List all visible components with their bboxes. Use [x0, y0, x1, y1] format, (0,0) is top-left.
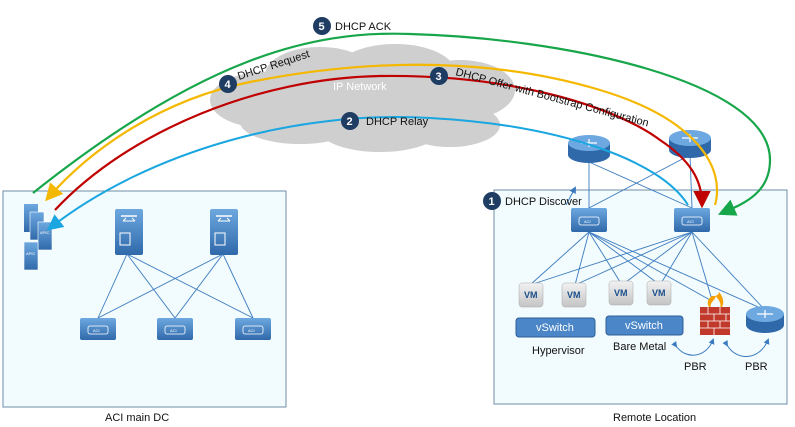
vm-4-label: VM [652, 288, 666, 298]
main-dc-fabric-links [97, 253, 254, 319]
vm-3: VM [608, 280, 634, 306]
step-2-number: 2 [347, 116, 353, 128]
vswitch-hypervisor-label: vSwitch [536, 322, 574, 334]
remote-location-label: Remote Location [613, 412, 696, 424]
main-dc-label: ACI main DC [105, 412, 169, 424]
leaf-main-1-text: ACI [93, 328, 100, 333]
step-5-number: 5 [319, 21, 325, 33]
dhcp-ack-arrow [32, 32, 772, 216]
vm-1: VM [518, 282, 544, 308]
step-5-badge: 5 [313, 17, 331, 35]
ip-network-cloud: IP Network [210, 44, 515, 152]
step-3-badge: 3 [430, 67, 448, 85]
firewall-icon [700, 292, 730, 335]
leaf-switch-main-2: ACI [157, 318, 193, 340]
vm-1-label: VM [524, 290, 538, 300]
vm-3-label: VM [614, 288, 628, 298]
vm-4: VM [646, 280, 672, 306]
hypervisor-label: Hypervisor [532, 345, 585, 357]
dhcp-relay-arrow [46, 116, 689, 231]
step-4-badge: 4 [219, 75, 237, 93]
dhcp-discover-arrow [565, 186, 576, 206]
remote-leaf-right: ACI [674, 208, 710, 232]
service-router-icon [746, 306, 784, 333]
spine-switch-right [210, 209, 238, 255]
leaf-main-3-text: ACI [248, 328, 255, 333]
apic-text-1: APIC [40, 230, 49, 235]
apic-cluster: APIC APIC [23, 204, 53, 271]
remote-router-left [568, 135, 610, 163]
dhcp-request-arrow [45, 63, 719, 206]
step-3-number: 3 [436, 71, 442, 83]
step-1-label: DHCP Discover [505, 196, 582, 208]
step-1-number: 1 [489, 196, 495, 208]
dhcp-offer-arrow [54, 74, 711, 211]
pbr-label-router: PBR [745, 361, 768, 373]
remote-leaf-left-text: ACI [584, 219, 591, 224]
pbr-arrows [671, 338, 770, 357]
remote-leaf-left: ACI [571, 208, 607, 232]
remote-fabric-links [529, 154, 766, 311]
step-2-badge: 2 [341, 112, 359, 130]
step-2-label: DHCP Relay [366, 116, 429, 128]
step-5-label: DHCP ACK [335, 21, 392, 33]
step-1-badge: 1 [483, 192, 501, 210]
spine-switch-left [115, 209, 143, 255]
pbr-label-firewall: PBR [684, 361, 707, 373]
cloud-label: IP Network [333, 81, 387, 93]
bare-metal-label: Bare Metal [613, 341, 666, 353]
vm-2: VM [561, 282, 587, 308]
step-4-number: 4 [225, 79, 232, 91]
vm-2-label: VM [567, 290, 581, 300]
vswitch-bare-metal-label: vSwitch [625, 320, 663, 332]
apic-text-2: APIC [26, 251, 35, 256]
leaf-switch-main-1: ACI [80, 318, 116, 340]
vswitch-hypervisor: vSwitch [515, 317, 596, 338]
vswitch-bare-metal: vSwitch [605, 315, 684, 336]
remote-leaf-right-text: ACI [687, 219, 694, 224]
leaf-switch-main-3: ACI [235, 318, 271, 340]
leaf-main-2-text: ACI [170, 328, 177, 333]
